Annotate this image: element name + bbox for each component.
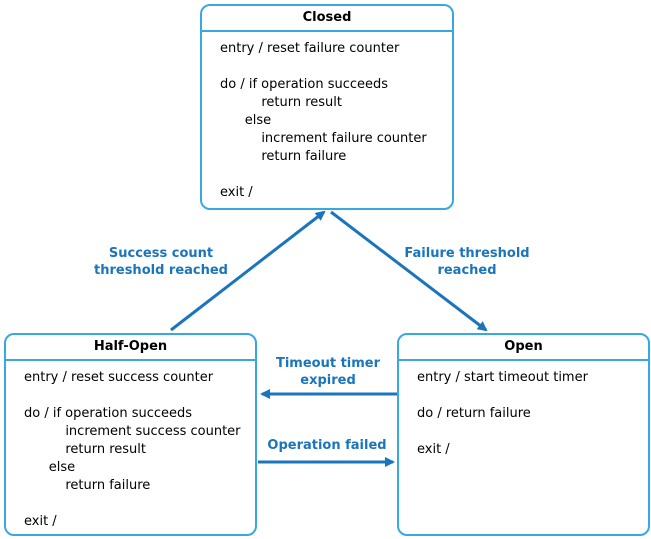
transition-label-failure-threshold: Failure threshold reached: [392, 245, 542, 279]
state-action-line: return failure: [220, 149, 347, 164]
state-title: Open: [399, 335, 648, 361]
state-action-line: [24, 387, 255, 405]
state-body: entry / reset failure counter do / if op…: [202, 32, 452, 202]
transition-label-line: Operation failed: [267, 438, 387, 453]
state-action-line: [417, 423, 648, 441]
state-action-line: exit /: [24, 514, 57, 529]
state-action-line: return result: [220, 95, 342, 110]
state-action-line: entry / reset success counter: [24, 370, 214, 385]
state-half-open: Half-Open entry / reset success counter …: [4, 333, 257, 536]
transition-label-success-count: Success count threshold reached: [86, 245, 236, 279]
state-action-line: else: [220, 113, 272, 128]
state-title: Half-Open: [6, 335, 255, 361]
state-action-line: exit /: [220, 185, 253, 200]
state-action-line: do / if operation succeeds: [24, 406, 193, 421]
transition-label-line: threshold reached: [94, 263, 228, 278]
state-closed: Closed entry / reset failure counter do …: [200, 4, 454, 210]
state-title: Closed: [202, 6, 452, 32]
state-action-line: exit /: [417, 442, 450, 457]
state-action-line: entry / start timeout timer: [417, 370, 588, 385]
state-body: entry / start timeout timer do / return …: [399, 361, 648, 459]
state-action-line: [24, 495, 255, 513]
state-body: entry / reset success counter do / if op…: [6, 361, 255, 531]
transition-label-timeout: Timeout timer expired: [264, 355, 392, 389]
transition-label-line: expired: [300, 373, 356, 388]
state-action-line: return failure: [24, 478, 151, 493]
state-action-line: do / return failure: [417, 406, 531, 421]
state-action-line: entry / reset failure counter: [220, 41, 400, 56]
state-action-line: return result: [24, 442, 146, 457]
arrow-halfopen-to-closed: [170, 210, 326, 332]
state-action-line: do / if operation succeeds: [220, 77, 389, 92]
transition-label-line: Failure threshold: [404, 246, 530, 261]
transition-label-operation-failed: Operation failed: [258, 437, 396, 454]
arrow-closed-to-open: [330, 210, 488, 332]
transition-label-line: Success count: [108, 246, 214, 261]
state-action-line: [220, 58, 452, 76]
transition-label-line: Timeout timer: [275, 356, 381, 371]
transition-label-line: reached: [437, 263, 497, 278]
state-action-line: [417, 387, 648, 405]
state-action-line: else: [24, 460, 76, 475]
state-open: Open entry / start timeout timer do / re…: [397, 333, 650, 536]
state-action-line: increment success counter: [24, 424, 241, 439]
state-action-line: increment failure counter: [220, 131, 427, 146]
state-action-line: [220, 166, 452, 184]
